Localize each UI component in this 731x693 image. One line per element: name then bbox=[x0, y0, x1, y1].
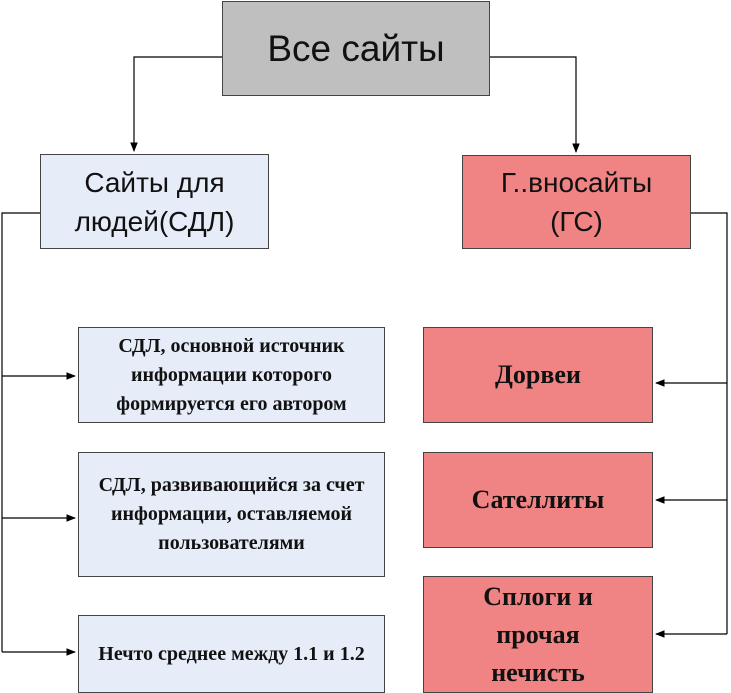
bad-sites-node: Г..вносайты (ГС) bbox=[462, 155, 691, 249]
people-sites-label-line2: людей(СДЛ) bbox=[74, 205, 235, 237]
people-sites-item-2-text: СДЛ, развивающийся за счет информации, о… bbox=[98, 474, 365, 554]
right-spine bbox=[691, 212, 728, 634]
people-sites-item-1-text: СДЛ, основной источник информации которо… bbox=[116, 334, 347, 415]
people-sites-item-3-text: Нечто среднее между 1.1 и 1.2 bbox=[98, 642, 365, 665]
people-sites-label-line1: Сайты для bbox=[84, 166, 225, 198]
left-spine bbox=[1, 212, 40, 652]
people-sites-item-2: СДЛ, развивающийся за счет информации, о… bbox=[78, 452, 385, 577]
bad-sites-item-3-text: Сплоги и прочая нечисть bbox=[483, 581, 593, 687]
people-sites-item-3: Нечто среднее между 1.1 и 1.2 bbox=[78, 615, 385, 693]
bad-sites-label-line1: Г..вносайты bbox=[500, 167, 653, 198]
root-label: Все сайты bbox=[267, 27, 445, 69]
bad-sites-item-2-text: Сателлиты bbox=[471, 485, 605, 514]
root-to-left-connector bbox=[130, 56, 222, 152]
bad-sites-label-line2: (ГС) bbox=[550, 206, 603, 237]
root-to-right-connector bbox=[490, 56, 580, 153]
bad-sites-item-3: Сплоги и прочая нечисть bbox=[423, 576, 653, 693]
bad-sites-item-1-text: Дорвеи bbox=[495, 360, 581, 389]
people-sites-item-1: СДЛ, основной источник информации которо… bbox=[78, 327, 385, 423]
people-sites-node: Сайты для людей(СДЛ) bbox=[40, 154, 269, 249]
bad-sites-item-1: Дорвеи bbox=[423, 327, 653, 423]
root-node: Все сайты bbox=[222, 1, 490, 96]
bad-sites-item-2: Сателлиты bbox=[423, 452, 653, 548]
